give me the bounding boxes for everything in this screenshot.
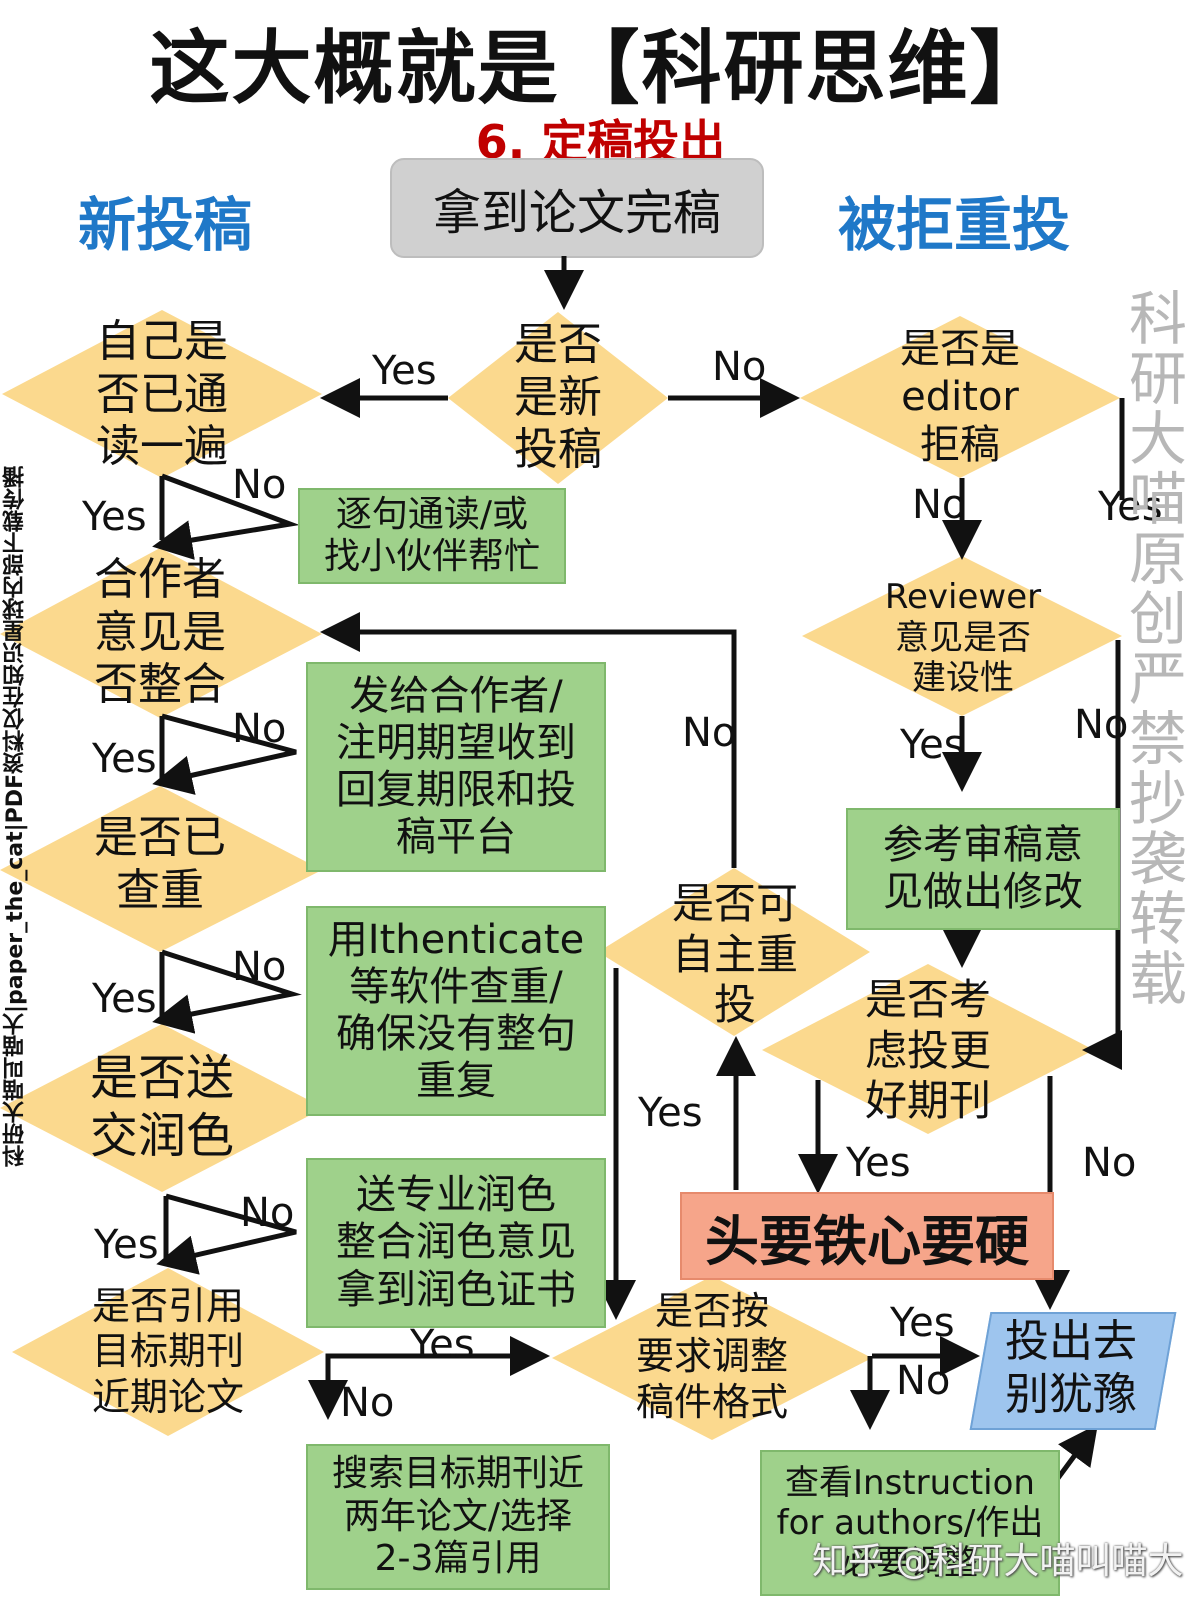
label-no-better: No [1082, 1140, 1137, 1186]
label-yes-better: Yes [846, 1140, 911, 1186]
diamond-plagiarism: 是否已 查重 [94, 812, 226, 916]
label-no-polish: No [240, 1190, 295, 1236]
page-title: 这大概就是【科研思维】 [149, 22, 1052, 115]
watermark-zhihu: 知乎 @科研大喵叫喵大 [812, 1541, 1184, 1582]
label-yes-new: Yes [372, 348, 437, 394]
label-no-new: No [712, 344, 767, 390]
label-no-self: No [682, 710, 737, 756]
diamond-read-once: 自己是 否已通 读一遍 [96, 315, 228, 473]
label-no-read: No [232, 462, 287, 508]
label-yes-self: Yes [638, 1090, 703, 1136]
label-yes-editor: Yes [1098, 484, 1163, 530]
label-no-coauthor: No [232, 706, 287, 752]
label-yes-reviewer: Yes [900, 722, 965, 768]
diamond-coauthor-shape [0, 548, 322, 718]
left-heading: 新投稿 [78, 191, 253, 259]
watermark-left: 科研大喵叫喵大|paper_the_cat|PDF资料仅在知识星球内部下载传播 [3, 465, 28, 1167]
label-yes-plagiarism: Yes [92, 976, 157, 1022]
label-no-reviewer: No [1074, 702, 1129, 748]
diamond-read-once-shape [2, 310, 322, 478]
diamond-reviewer: Reviewer 意见是否 建设性 [884, 576, 1042, 699]
box-search-cite: 搜索目标期刊近 两年论文/选择 2-3篇引用 [306, 1444, 610, 1590]
diamond-self-shape [598, 868, 870, 1036]
box-revise: 参考审稿意 见做出修改 [846, 808, 1120, 930]
diamond-better-journal: 是否考 虑投更 好期刊 [864, 975, 991, 1126]
box-submit: 投出去 别犹豫 [1005, 1316, 1137, 1420]
diamond-editor-shape [800, 316, 1120, 478]
label-no-plagiarism: No [232, 944, 287, 990]
label-no-editor: No [912, 482, 967, 528]
label-yes-format: Yes [890, 1300, 955, 1346]
watermark-right: 科研大喵原创严禁抄袭转载 [1119, 288, 1187, 1008]
diamond-is-new-shape [448, 312, 668, 484]
diamond-coauthor: 合作者 意见是 否整合 [94, 553, 226, 711]
box-instructions: 查看Instruction for authors/作出 必要调整 [760, 1450, 1060, 1596]
diamond-is-new: 是否 是新 投稿 [514, 318, 602, 476]
box-polish-service: 送专业润色 整合润色意见 拿到润色证书 [306, 1158, 606, 1328]
box-read-help: 逐句通读/或 找小伙伴帮忙 [298, 488, 566, 584]
label-yes-read: Yes [82, 494, 147, 540]
label-no-format: No [896, 1358, 951, 1404]
diamond-polish-shape [0, 1024, 324, 1192]
diamond-plagiarism-shape [0, 786, 322, 952]
label-no-cite: No [340, 1380, 395, 1426]
diamond-self-resubmit: 是否可 自主重 投 [671, 879, 798, 1030]
diamond-polish: 是否送 交润色 [89, 1050, 234, 1164]
start-box: 拿到论文完稿 [390, 158, 764, 258]
diamond-cite-shape [12, 1268, 324, 1436]
diamond-editor: 是否是 editor 拒稿 [900, 326, 1020, 468]
box-send-coauthor: 发给合作者/ 注明期望收到 回复期限和投 稿平台 [306, 662, 606, 872]
label-yes-coauthor: Yes [92, 736, 157, 782]
diamond-reviewer-shape [802, 556, 1122, 716]
diamond-cite: 是否引用 目标期刊 近期论文 [91, 1283, 244, 1419]
label-yes-cite: Yes [410, 1322, 475, 1368]
box-ithenticate: 用Ithenticate 等软件查重/ 确保没有整句 重复 [306, 906, 606, 1116]
label-yes-polish: Yes [94, 1222, 159, 1268]
box-tough-mind: 头要铁心要硬 [680, 1192, 1054, 1280]
right-heading: 被拒重投 [838, 191, 1071, 259]
diamond-better-shape [762, 964, 1094, 1134]
diamond-format: 是否按 要求调整 稿件格式 [635, 1288, 788, 1424]
